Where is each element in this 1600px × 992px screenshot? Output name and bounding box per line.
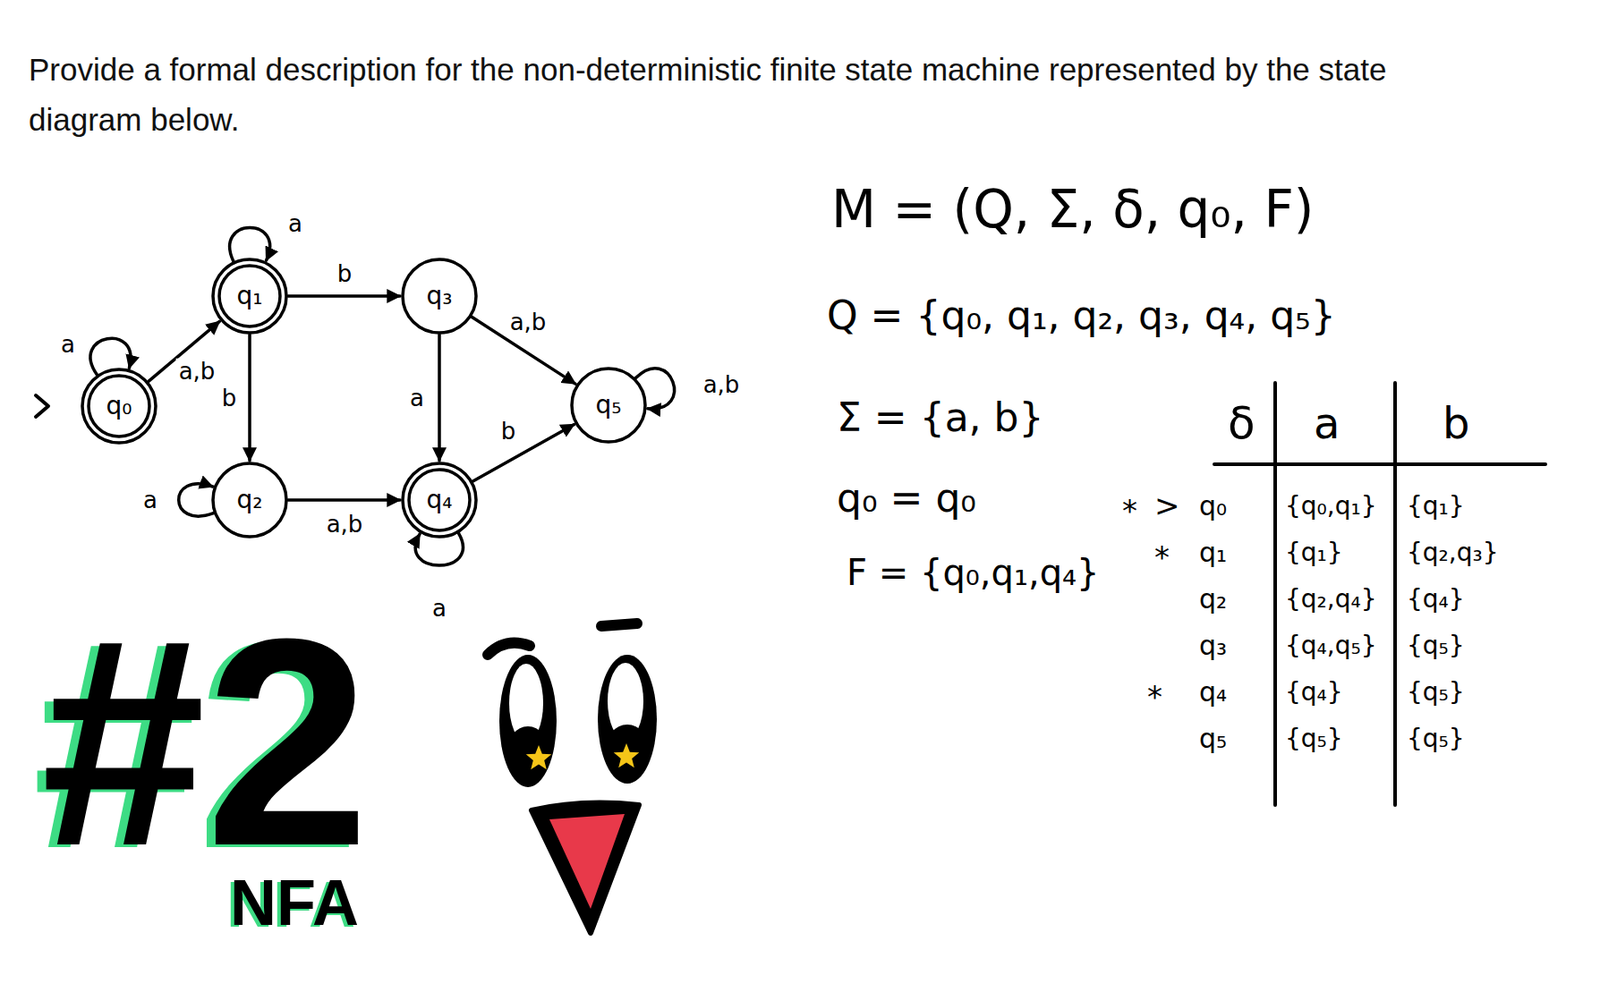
transition-label: a — [407, 385, 427, 412]
transition-arrow — [178, 484, 214, 517]
transition-label: a — [429, 595, 450, 622]
table-cell: {q₀,q₁} — [1285, 492, 1378, 521]
state-set: Q = {q₀, q₁, q₂, q₃, q₄, q₅} — [826, 293, 1337, 340]
table-cell: q₁ — [1199, 537, 1227, 570]
table-cell: {q₁} — [1406, 492, 1465, 521]
state-ring — [212, 259, 287, 333]
start-arrow — [35, 395, 49, 418]
face-brow — [487, 643, 530, 656]
state-name: q₁ — [237, 282, 264, 311]
transition-arrow — [229, 228, 271, 262]
transition-arrow — [437, 334, 442, 461]
table-cell: * — [1122, 493, 1138, 529]
transition-label: a,b — [176, 358, 219, 385]
face-star — [613, 743, 640, 768]
state-ring — [402, 463, 477, 537]
transition-arrow — [473, 425, 575, 483]
start-state: q₀ = q₀ — [836, 476, 977, 522]
face-brow — [601, 623, 638, 627]
table-header: a — [1313, 399, 1340, 449]
table-cell: {q₅} — [1406, 724, 1465, 754]
formal-tuple: M = (Q, Σ, δ, q₀, F) — [831, 179, 1314, 240]
table-cell: q₄ — [1199, 677, 1227, 709]
transition-arrow — [247, 334, 252, 461]
state-ring — [82, 369, 156, 443]
face-eye — [499, 655, 557, 788]
face-pupil — [506, 726, 550, 781]
table-cell: q₃ — [1199, 630, 1227, 663]
state-ring — [571, 368, 646, 443]
state-circle: q₅ — [570, 366, 647, 444]
table-cell: q₅ — [1199, 723, 1227, 756]
transition-label: a — [285, 211, 306, 238]
table-cell: {q₂,q₄} — [1285, 585, 1378, 614]
table-cell: > — [1154, 488, 1181, 524]
face-tongue — [549, 814, 625, 910]
transition-arrow — [288, 498, 400, 503]
transition-label: b — [498, 418, 520, 445]
state-circle: q₄ — [400, 461, 478, 539]
problem-number: #2 — [41, 595, 370, 891]
state-name: q₃ — [426, 282, 453, 311]
accept-ring — [88, 375, 150, 437]
state-circle: q₀ — [80, 367, 158, 445]
table-cell: {q₂,q₃} — [1406, 538, 1499, 568]
state-name: q₂ — [237, 486, 264, 515]
table-cell: q₂ — [1199, 584, 1227, 616]
table-cell: {q₄,q₅} — [1285, 631, 1378, 661]
table-rule — [1393, 382, 1397, 806]
face-mouth — [531, 803, 639, 934]
state-circle: q₁ — [211, 257, 289, 335]
state-circle: q₃ — [400, 257, 478, 335]
state-name: q₅ — [595, 391, 622, 420]
transition-label: a,b — [700, 372, 743, 399]
table-rule — [1273, 382, 1277, 806]
state-ring — [402, 259, 477, 333]
instruction-text: Provide a formal description for the non… — [28, 44, 1497, 145]
state-name: q₄ — [426, 486, 453, 515]
transition-label: a,b — [323, 511, 366, 538]
transition-label: a — [58, 331, 78, 358]
state-name: q₀ — [106, 392, 133, 421]
accept-ring — [219, 265, 281, 327]
table-cell: {q₄} — [1406, 585, 1465, 614]
table-cell: {q₅} — [1406, 631, 1465, 661]
face-eye — [597, 655, 657, 784]
transition-label: b — [219, 385, 240, 412]
table-header: δ — [1227, 398, 1256, 451]
alphabet: Σ = {a, b} — [836, 395, 1045, 442]
state-ring — [212, 463, 287, 537]
face-star — [526, 745, 553, 770]
table-cell: {q₅} — [1285, 724, 1344, 754]
transition-label: a — [140, 487, 161, 514]
table-header: b — [1442, 399, 1470, 449]
transition-label: a,b — [507, 309, 550, 336]
table-cell: * — [1147, 680, 1163, 715]
table-cell: {q₅} — [1406, 678, 1465, 707]
transition-label: b — [334, 261, 356, 288]
transition-arrow — [288, 294, 400, 298]
accept-ring — [408, 469, 470, 531]
topic-tag: NFA — [229, 870, 359, 936]
table-cell: {q₁} — [1285, 538, 1344, 568]
accept-set: F = {q₀,q₁,q₄} — [846, 552, 1100, 594]
table-cell: {q₄} — [1285, 678, 1344, 707]
table-cell: q₀ — [1199, 491, 1227, 523]
table-rule — [1214, 462, 1546, 467]
face-pupil — [604, 724, 650, 779]
state-circle: q₂ — [211, 461, 289, 539]
table-cell: * — [1154, 540, 1170, 576]
